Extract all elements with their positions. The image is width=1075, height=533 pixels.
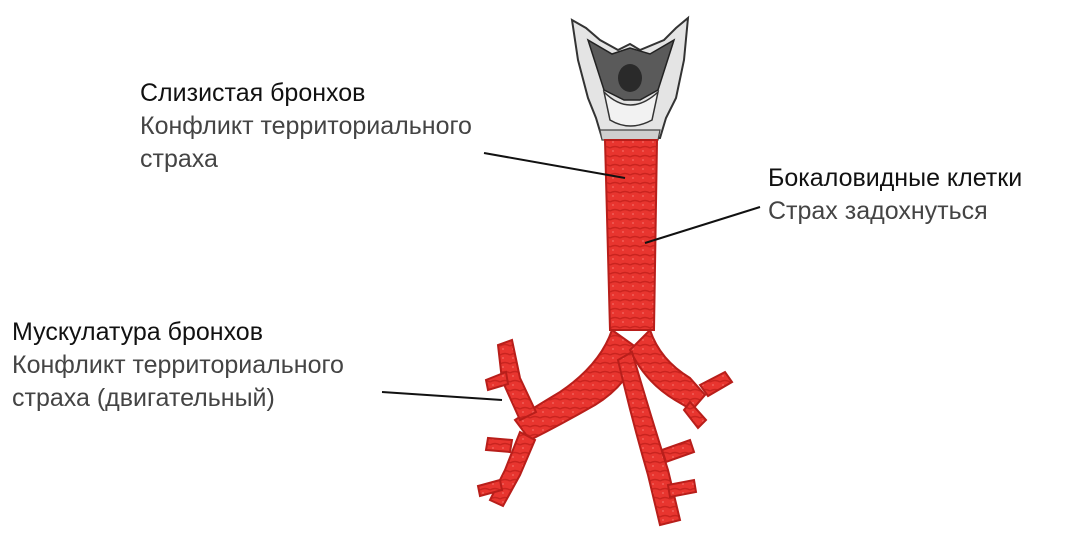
muscle-leader-line [382, 392, 502, 400]
mucosa-conflict-line1: Конфликт территориального [140, 110, 472, 143]
mucosa-label: Слизистая бронхов Конфликт территориальн… [140, 77, 472, 176]
muscle-title: Мускулатура бронхов [12, 316, 344, 349]
mucosa-conflict-line2: страха [140, 143, 472, 176]
trachea-and-bronchi [478, 140, 732, 525]
goblet-leader-line [645, 207, 760, 243]
mucosa-leader-line [484, 153, 625, 178]
larynx-illustration [572, 18, 688, 140]
mucosa-title: Слизистая бронхов [140, 77, 472, 110]
goblet-title: Бокаловидные клетки [768, 162, 1022, 195]
muscle-conflict-line1: Конфликт территориального [12, 349, 344, 382]
goblet-cells-label: Бокаловидные клетки Страх задохнуться [768, 162, 1022, 228]
muscle-label: Мускулатура бронхов Конфликт территориал… [12, 316, 344, 415]
muscle-conflict-line2: страха (двигательный) [12, 382, 344, 415]
goblet-conflict-line1: Страх задохнуться [768, 195, 1022, 228]
